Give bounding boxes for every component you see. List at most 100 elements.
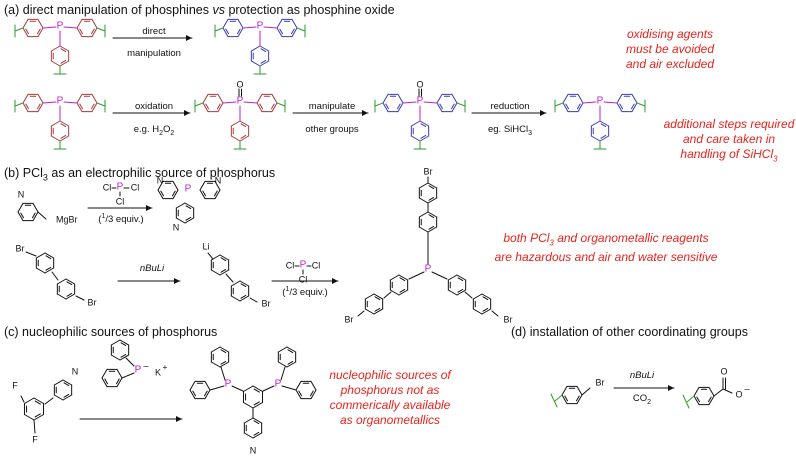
- ring-bond: [219, 254, 230, 261]
- ring-bond: [189, 380, 196, 391]
- ring-bond: [389, 274, 400, 281]
- phosphorus-atom: P: [185, 184, 192, 195]
- ring-bond: [373, 308, 384, 315]
- ring-double-bond: [457, 277, 464, 282]
- phosphorus-atom: P: [417, 96, 424, 107]
- ring-double-bond: [482, 296, 489, 301]
- ring-double-bond: [115, 378, 120, 385]
- ring-bond: [276, 27, 283, 38]
- ring-double-bond: [225, 28, 230, 35]
- ring-double-bond: [60, 123, 67, 128]
- ring-double-bond: [298, 390, 303, 397]
- ring-bond: [310, 380, 317, 391]
- fluorine-atom: F: [32, 434, 38, 444]
- ring-bond: [119, 354, 130, 361]
- oxid-mid: O: [162, 124, 171, 135]
- oxid-pre: e.g. H: [133, 124, 160, 135]
- ring-bond: [59, 45, 70, 52]
- ring-bond: [259, 45, 270, 52]
- ring-double-bond: [66, 281, 73, 286]
- ring-double-bond: [205, 103, 210, 110]
- ring-bond: [243, 417, 254, 424]
- p-c-bond: [263, 26, 278, 29]
- ring-bond: [230, 280, 241, 287]
- arrow-carboxylation-head: [668, 385, 674, 391]
- ring-bond: [230, 295, 241, 302]
- section-a-title: (a) direct manipulation of phosphines vs…: [4, 3, 395, 17]
- ring-double-bond: [63, 393, 70, 398]
- arrow-pcl3-head: [332, 278, 338, 284]
- p-c-bond: [431, 271, 448, 280]
- ring-bond: [252, 432, 263, 439]
- ring-bond: [451, 102, 458, 113]
- ring-bond: [590, 135, 601, 142]
- c-br-bond: [75, 295, 85, 301]
- c-br-bond: [491, 310, 499, 317]
- ring-bond: [210, 346, 221, 353]
- ring-double-bond: [120, 353, 127, 358]
- ring-bond: [91, 102, 98, 113]
- ring-double-bond: [79, 103, 84, 110]
- phosphorus-atom: P: [117, 182, 124, 193]
- ring-bond: [44, 252, 55, 259]
- ring-double-bond: [240, 123, 247, 128]
- ring-bond: [189, 389, 196, 400]
- ring-bond: [616, 102, 623, 113]
- ring-bond: [271, 102, 278, 113]
- phosphorus-atom: P: [57, 21, 64, 32]
- phosphorus-atom: P: [257, 21, 264, 32]
- bromine-atom: Br: [88, 297, 97, 307]
- bromine-atom: Br: [596, 377, 605, 387]
- attachment-bond: [214, 27, 224, 32]
- ring-double-bond: [240, 294, 247, 299]
- bromine-atom: Br: [262, 298, 271, 308]
- arrow-nbuli-head: [174, 278, 180, 284]
- ring-double-bond: [25, 28, 30, 35]
- bromine-atom: Br: [424, 166, 433, 176]
- note-nucleophilic-line3: commerically available: [329, 398, 451, 412]
- c-br-bond: [25, 251, 37, 257]
- nitrogen-atom: N: [18, 189, 25, 199]
- ring-bond: [217, 102, 224, 113]
- chlorine-atom: Cl: [299, 274, 308, 284]
- chlorine-atom: Cl: [116, 196, 125, 206]
- ring-double-bond: [385, 103, 390, 110]
- ring-bond: [693, 395, 700, 406]
- oxygen-atom: O: [720, 366, 727, 376]
- biaryl-bond: [51, 271, 59, 281]
- grig-sup: 1: [101, 213, 106, 220]
- p-c-bond: [262, 385, 275, 392]
- ring-double-bond: [171, 190, 176, 197]
- ring-bond: [199, 189, 206, 200]
- ring-double-bond: [45, 266, 52, 271]
- ring-bond: [59, 60, 70, 67]
- ring-double-bond: [396, 103, 401, 110]
- section-a-title-post: protection as phosphine oxide: [224, 3, 395, 17]
- p-c-bond: [281, 385, 297, 391]
- ring-bond: [250, 60, 261, 67]
- attachment-cut: [682, 394, 690, 409]
- note-nucleophilic-line1: nucleophilic sources of: [329, 368, 451, 382]
- ring-bond: [222, 18, 229, 29]
- ring-bond: [50, 135, 61, 142]
- ring-double-bond: [600, 123, 607, 128]
- ring-bond: [418, 182, 429, 189]
- nbuli-d-text: nBuLi: [629, 370, 655, 381]
- arrow-manipulate-label-bottom: other groups: [305, 124, 359, 135]
- ring-bond: [616, 93, 623, 104]
- ring-double-bond: [220, 268, 227, 273]
- ring-bond: [242, 385, 254, 392]
- attachment-bond: [636, 102, 646, 107]
- section-a-title-pre: (a) direct manipulation of phosphines: [4, 3, 213, 17]
- ring-bond: [230, 120, 241, 127]
- ring-bond: [451, 93, 458, 104]
- ring-bond: [22, 102, 29, 113]
- p-c-bond: [243, 101, 258, 104]
- ring-bond: [427, 197, 438, 204]
- ring-double-bond: [45, 255, 52, 260]
- ring-double-bond: [79, 28, 84, 35]
- ring-bond: [62, 379, 73, 386]
- ring-bond: [456, 274, 467, 281]
- p-c-bond: [222, 101, 237, 104]
